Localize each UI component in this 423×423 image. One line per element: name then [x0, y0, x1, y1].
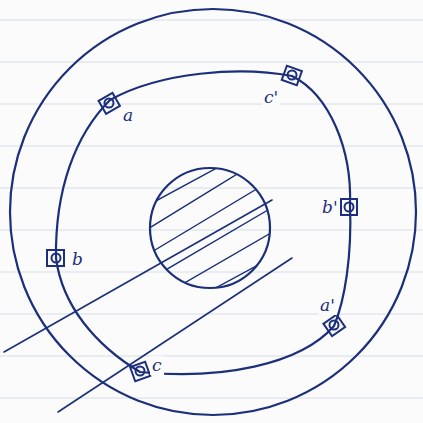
- ruled-lines: [0, 20, 423, 398]
- slot-label: c: [150, 356, 164, 375]
- slot-label: a: [121, 106, 135, 125]
- rotor-hatching: [130, 150, 295, 310]
- slot: [99, 93, 120, 114]
- conductor: [136, 367, 145, 376]
- conductor: [345, 203, 354, 212]
- slot: [47, 250, 64, 266]
- stator-bore: [56, 71, 350, 374]
- slot: [282, 66, 302, 86]
- shaft-line: [4, 200, 272, 352]
- conductor: [52, 254, 61, 263]
- slot-label: a': [318, 296, 337, 315]
- slots: [47, 66, 357, 382]
- conductor: [330, 321, 339, 330]
- slot: [130, 362, 150, 382]
- rotor: [150, 168, 270, 288]
- shaft-line: [58, 258, 292, 412]
- stator-outer: [10, 9, 416, 415]
- slot-label: b: [70, 250, 85, 269]
- slot: [341, 199, 357, 215]
- slot-label: c': [262, 88, 280, 107]
- slot-label: b': [320, 198, 340, 217]
- conductor: [105, 99, 114, 108]
- slot: [323, 315, 345, 336]
- conductor: [288, 71, 297, 80]
